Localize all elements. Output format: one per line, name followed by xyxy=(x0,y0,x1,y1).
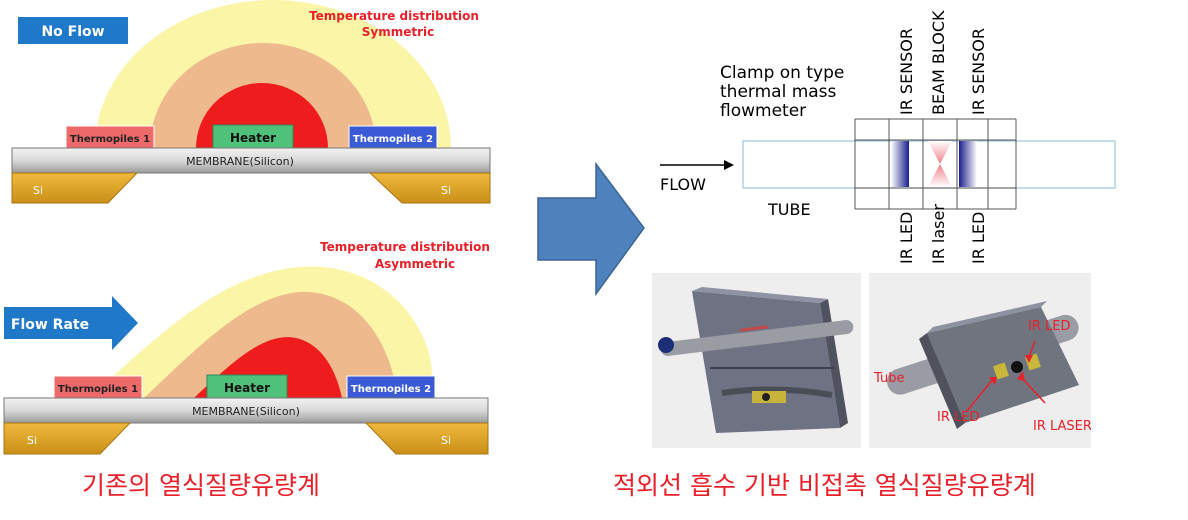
right-caption: 적외선 흡수 기반 비접촉 열식질량유량계 xyxy=(613,471,1036,500)
heater-label: Heater xyxy=(230,131,276,145)
photo-label-ir-led-bottom: IR LED xyxy=(937,410,979,425)
tube-label: TUBE xyxy=(767,200,811,219)
bottom-label-ir-led-left: IR LED xyxy=(897,212,916,264)
left-caption: 기존의 열식질량유량계 xyxy=(82,471,320,500)
silicon-left-label: Si xyxy=(33,184,43,197)
no-flow-diagram: No Flow Temperature distribution Symmetr… xyxy=(11,0,491,204)
membrane-flow xyxy=(3,397,489,424)
flow-rate-label: Flow Rate xyxy=(11,317,89,333)
left-diagram: No Flow Temperature distribution Symmetr… xyxy=(3,0,491,455)
top-label-ir-sensor-right: IR SENSOR xyxy=(969,28,988,115)
photo-label-ir-led-top: IR LED xyxy=(1028,319,1070,334)
ir-sensor-left-element xyxy=(891,141,909,187)
flow-diagram: Flow Rate Temperature distribution Asymm… xyxy=(3,240,490,455)
flow-rate-arrow xyxy=(4,296,138,350)
clamp-on-schematic: Clamp on type thermal mass flowmeter IR … xyxy=(660,10,1116,264)
heater-flow-label: Heater xyxy=(224,381,270,395)
clamp-body xyxy=(854,118,1017,210)
thermopile-1-flow-label: Thermopiles 1 xyxy=(58,384,138,395)
thermopile-2-label: Thermopiles 2 xyxy=(353,134,433,145)
thermopile-1-label: Thermopiles 1 xyxy=(70,134,150,145)
membrane-label: MEMBRANE(Silicon) xyxy=(186,155,294,168)
no-flow-badge-label: No Flow xyxy=(41,24,104,40)
silicon-left-flow xyxy=(3,422,132,455)
temperature-distribution-title: Temperature distribution xyxy=(309,9,479,23)
schematic-title-line3: flowmeter xyxy=(720,101,806,121)
silicon-left xyxy=(11,172,139,204)
transition-arrow-shape xyxy=(537,161,645,297)
tube-rod-left xyxy=(660,320,854,356)
silicon-right-flow-label: Si xyxy=(441,434,451,447)
silicon-right-label: Si xyxy=(441,184,451,197)
no-flow-badge xyxy=(18,17,128,44)
membrane xyxy=(11,147,491,174)
temperature-distribution-title-2: Temperature distribution xyxy=(320,240,490,254)
thermopile-2-flow-label: Thermopiles 2 xyxy=(351,384,431,395)
temperature-distribution-subtitle-2: Asymmetric xyxy=(375,257,455,271)
flow-arrow-head xyxy=(724,160,734,170)
render-photo-left xyxy=(652,273,861,448)
top-label-beam-block: BEAM BLOCK xyxy=(929,10,948,115)
ir-beam-lower xyxy=(928,164,952,187)
render-photo-right: IR LED Tube IR LED IR LASER xyxy=(869,273,1091,448)
schematic-title-line2: thermal mass xyxy=(720,82,837,102)
top-label-ir-sensor-left: IR SENSOR xyxy=(897,28,916,115)
silicon-right-flow xyxy=(364,422,489,455)
flow-label: FLOW xyxy=(660,175,706,194)
bottom-label-ir-laser: IR laser xyxy=(929,204,948,264)
photo-label-ir-laser: IR LASER xyxy=(1033,419,1091,434)
bottom-label-ir-led-right: IR LED xyxy=(969,212,988,264)
clamp-block-left xyxy=(692,291,840,433)
transition-arrow xyxy=(537,161,645,297)
ir-sensor-right-element xyxy=(959,141,977,187)
schematic-title-line1: Clamp on type xyxy=(720,63,844,83)
silicon-right xyxy=(368,172,491,204)
tube xyxy=(742,140,1116,189)
temperature-distribution-subtitle: Symmetric xyxy=(362,25,435,39)
ir-beam-upper xyxy=(928,141,952,164)
photo-label-tube: Tube xyxy=(873,371,904,386)
membrane-flow-label: MEMBRANE(Silicon) xyxy=(192,405,300,418)
silicon-left-flow-label: Si xyxy=(27,434,37,447)
